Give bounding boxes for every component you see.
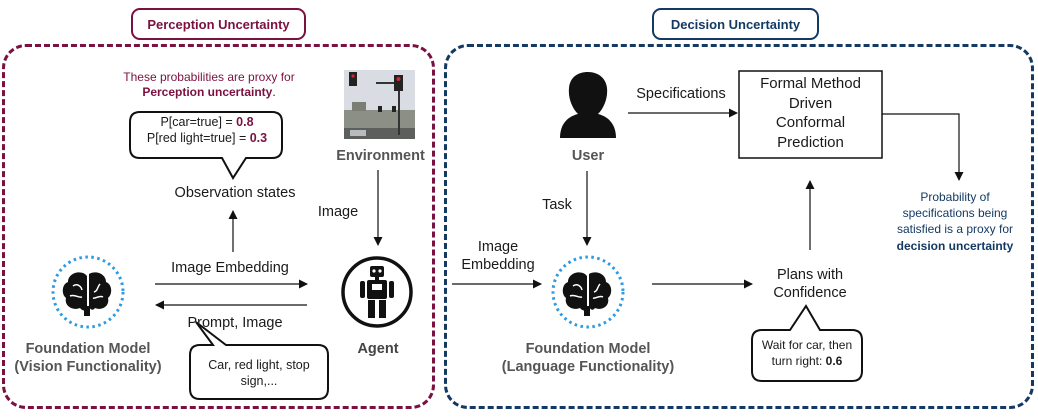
language-fm-line1: Foundation Model [525,341,651,357]
decision-probability-note: Probability of specifications being sati… [880,189,1030,254]
prob-car-value: 0.8 [236,115,254,129]
probability-speech-bubble [129,111,283,180]
formal-line2: Driven [788,94,833,112]
language-fm-ring [551,255,625,329]
decision-uncertainty-tag: Decision Uncertainty [652,8,819,40]
wait-line1: Wait for car, then [761,338,853,352]
formal-method-label: Formal Method Driven Conformal Predictio… [739,74,882,152]
decision-image-embedding-label: Image Embedding [448,238,548,274]
decision-embedding-line2: Embedding [461,257,535,274]
agent-label: Agent [357,341,399,357]
vision-fm-label: Foundation Model (Vision Functionality) [4,340,172,376]
plans-with-confidence-label: Plans with Confidence [750,266,870,302]
vision-fm-line2: (Vision Functionality) [14,359,162,376]
decision-region [444,44,1034,409]
prompt-bubble-text: Car, red light, stop sign,... [192,357,326,390]
user-silhouette-icon [560,72,616,138]
perception-uncertainty-tag: Perception Uncertainty [131,8,306,40]
language-fm-label: Foundation Model (Language Functionality… [488,340,688,376]
prob-red-light-text: P[red light=true] = [146,131,250,146]
vision-fm-ring [51,255,125,329]
perception-note-line2: Perception uncertainty [142,85,273,99]
observation-states-label: Observation states [174,185,296,201]
arrow-formal-to-probability [882,113,964,181]
language-fm-line2: (Language Functionality) [501,359,675,376]
perception-note: These probabilities are proxy for Percep… [104,70,314,100]
perception-note-period: . [272,85,276,99]
prob-red-light-value: 0.3 [249,131,268,146]
robot-icon [341,256,413,328]
traffic-light-photo [344,70,415,139]
formal-method-box [738,70,883,159]
decision-embedding-line1: Image [477,239,519,255]
vision-fm-line1: Foundation Model [25,341,151,357]
task-label: Task [542,197,572,213]
prompt-image-label: Prompt, Image [187,315,283,331]
decision-note-line1: Probability of [920,190,990,204]
brain-icon [562,272,612,316]
wait-line2: turn right: [771,353,826,368]
prob-ellipsis: ... [201,147,213,162]
image-label: Image [317,204,359,220]
perception-note-line1: These probabilities are proxy for [123,70,295,84]
wait-speech-bubble [751,304,863,382]
formal-line4: Prediction [777,133,844,151]
image-embedding-label: Image Embedding [171,260,289,276]
user-label: User [571,148,605,164]
wait-bubble-text: Wait for car, then turn right: 0.6 [754,338,860,369]
probability-list: P[car=true] = 0.8 P[red light=true] = 0.… [132,114,282,163]
prompt-line1: Car, red light, stop [208,358,310,372]
formal-line1: Formal Method [760,75,861,92]
specifications-label: Specifications [636,86,726,102]
prompt-speech-bubble [189,321,329,400]
decision-note-line4: decision uncertainty [896,238,1014,253]
decision-note-line2: specifications being [902,206,1008,221]
brain-icon [62,272,112,316]
environment-label: Environment [336,148,425,164]
plans-line1: Plans with [776,267,844,283]
decision-note-line3: satisfied is a proxy for [896,222,1014,237]
wait-value: 0.6 [825,353,843,368]
formal-line3: Conformal [775,114,846,131]
prob-car-text: P[car=true] = [160,115,237,129]
plans-line2: Confidence [773,285,847,302]
perception-region [2,44,435,409]
prompt-line2: sign,... [240,374,278,389]
